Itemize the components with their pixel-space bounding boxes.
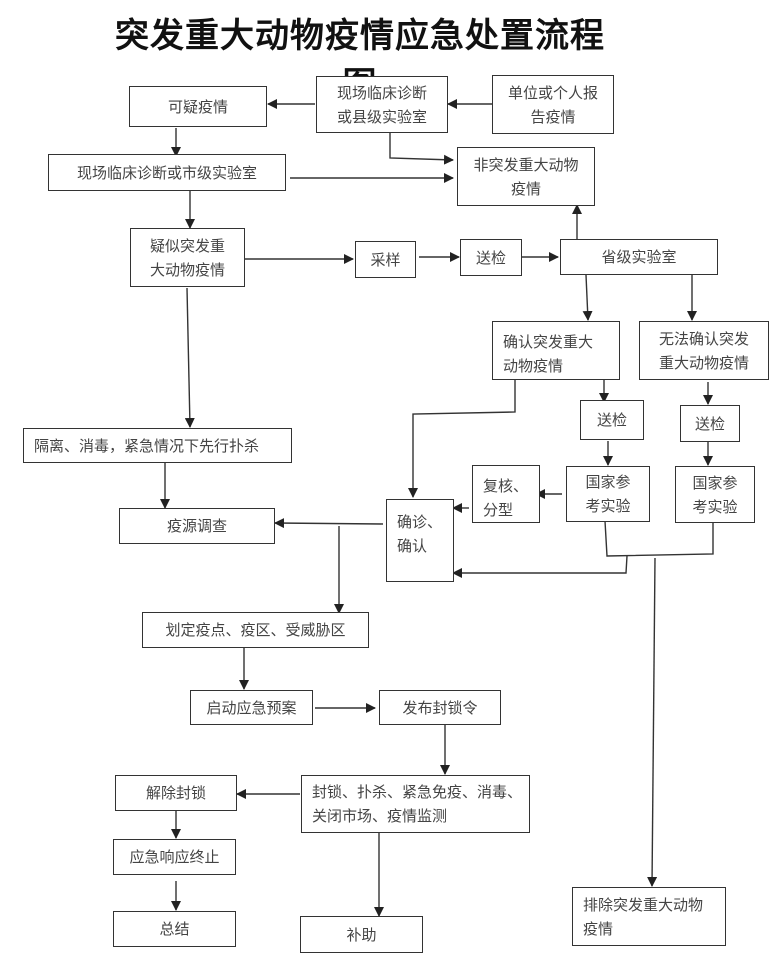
node-non-major-outbreak: 非突发重大动物 疫情 xyxy=(457,147,595,206)
node-send-2: 送检 xyxy=(580,400,644,440)
node-suspected-outbreak: 可疑疫情 xyxy=(129,86,267,127)
node-confirmed-major: 确认突发重大 动物疫情 xyxy=(492,321,620,380)
node-label: 隔离、消毒，紧急情况下先行扑杀 xyxy=(34,436,260,455)
node-label: 省级实验室 xyxy=(601,248,677,266)
connector-national-join xyxy=(604,520,714,557)
node-end-response: 应急响应终止 xyxy=(113,839,236,875)
node-label: 现场临床诊断 或县级实验室 xyxy=(336,83,427,126)
node-label: 送检 xyxy=(694,414,725,433)
node-label: 总结 xyxy=(159,920,190,938)
node-label: 确诊、 确认 xyxy=(397,513,443,555)
node-label: 送检 xyxy=(475,248,506,267)
node-suspect-major: 疑似突发重 大动物疫情 xyxy=(130,228,245,287)
node-source-investigation: 疫源调查 xyxy=(119,508,275,544)
node-send-1: 送检 xyxy=(460,239,522,276)
node-lift-lockdown: 解除封锁 xyxy=(115,775,237,811)
node-label: 国家参 考实验 xyxy=(585,473,631,515)
node-label: 可疑疫情 xyxy=(167,97,228,116)
node-start-plan: 启动应急预案 xyxy=(190,690,313,725)
node-diagnosis-confirm: 确诊、 确认 xyxy=(386,499,454,582)
node-label: 划定疫点、疫区、受威胁区 xyxy=(165,621,346,639)
node-label: 补助 xyxy=(346,925,377,944)
node-label: 送检 xyxy=(596,411,627,429)
node-label: 封锁、扑杀、紧急免疫、消毒、 关闭市场、疫情监测 xyxy=(312,783,523,825)
node-review-typing: 复核、 分型 xyxy=(472,465,540,523)
node-exclude-major: 排除突发重大动物 疫情 xyxy=(572,887,726,946)
arrow-provincial-to-confirmed xyxy=(582,274,593,321)
arrow-county-to-nonmajor xyxy=(389,133,454,165)
node-label: 疫源调查 xyxy=(166,517,227,535)
node-label: 确认突发重大 动物疫情 xyxy=(503,333,594,375)
arrow-diagnosis-to-source xyxy=(274,518,384,529)
node-measures: 封锁、扑杀、紧急免疫、消毒、 关闭市场、疫情监测 xyxy=(301,775,530,833)
node-lockdown-order: 发布封锁令 xyxy=(379,690,501,725)
node-label: 疑似突发重 大动物疫情 xyxy=(149,236,225,279)
node-zoning: 划定疫点、疫区、受威胁区 xyxy=(142,612,369,648)
node-label: 国家参 考实验 xyxy=(692,473,738,516)
arrow-confirmed-to-diagnosis xyxy=(408,380,516,498)
node-national-lab-1: 国家参 考实验 xyxy=(566,466,650,522)
node-label: 复核、 分型 xyxy=(483,477,529,519)
node-report: 单位或个人报 告疫情 xyxy=(492,75,614,134)
arrow-join-to-diagnosis xyxy=(452,555,628,578)
node-summary: 总结 xyxy=(113,911,236,947)
node-label: 排除突发重大动物 疫情 xyxy=(583,895,704,938)
node-subsidy: 补助 xyxy=(300,916,423,953)
node-label: 解除封锁 xyxy=(145,784,206,802)
node-onsite-county-lab: 现场临床诊断 或县级实验室 xyxy=(316,76,448,133)
node-isolation: 隔离、消毒，紧急情况下先行扑杀 xyxy=(23,428,292,463)
node-label: 应急响应终止 xyxy=(129,848,220,866)
node-label: 采样 xyxy=(370,250,401,269)
node-onsite-city-lab: 现场临床诊断或市级实验室 xyxy=(48,154,286,191)
node-label: 现场临床诊断或市级实验室 xyxy=(76,163,257,182)
node-provincial-lab: 省级实验室 xyxy=(560,239,718,275)
node-label: 非突发重大动物 疫情 xyxy=(473,155,579,198)
node-label: 启动应急预案 xyxy=(206,698,297,717)
node-national-lab-2: 国家参 考实验 xyxy=(675,466,755,523)
node-label: 发布封锁令 xyxy=(402,698,478,717)
node-send-3: 送检 xyxy=(680,405,740,442)
arrow-join-to-exclude xyxy=(647,557,658,887)
node-label: 无法确认突发 重大动物疫情 xyxy=(658,329,749,372)
node-unconfirmable: 无法确认突发 重大动物疫情 xyxy=(639,321,769,380)
arrow-suspect-to-isolation xyxy=(184,287,195,428)
node-label: 单位或个人报 告疫情 xyxy=(507,83,598,126)
node-sampling: 采样 xyxy=(355,241,416,278)
